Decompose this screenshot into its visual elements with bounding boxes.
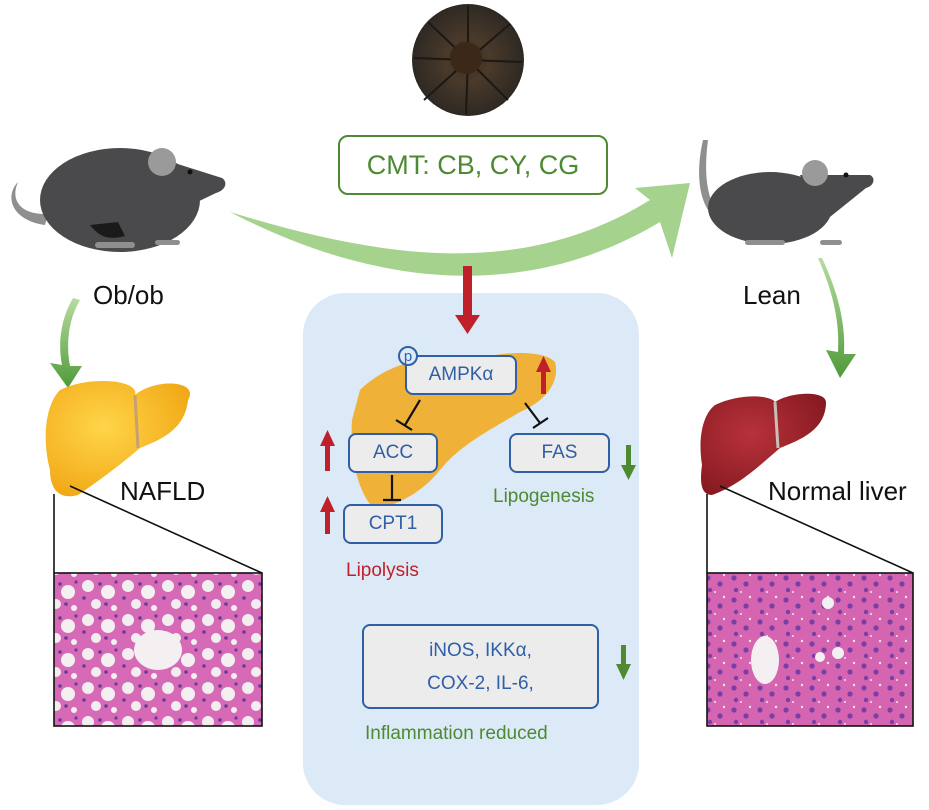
normal-liver-icon: [700, 393, 826, 495]
node-acc: ACC: [348, 433, 438, 473]
lipolysis-label: Lipolysis: [346, 560, 419, 581]
treatment-effect-arrow: [455, 266, 480, 334]
lean-label: Lean: [743, 280, 801, 310]
tea-ball-image: [412, 4, 524, 116]
normal-liver-histology: [706, 572, 914, 727]
lipogenesis-label: Lipogenesis: [493, 486, 595, 507]
fas-down-arrow: [621, 445, 636, 480]
inflammation-reduced-label: Inflammation reduced: [365, 723, 548, 744]
left-progression-arrow: [50, 298, 82, 388]
nafld-zoom-lines: [53, 485, 263, 574]
ampk-inhibits-fas: [524, 402, 541, 424]
inflammation-markers-line2: COX-2, IL-6,: [427, 673, 534, 694]
normal-liver-label: Normal liver: [768, 476, 907, 506]
obob-label: Ob/ob: [93, 280, 164, 310]
right-progression-arrow: [818, 258, 856, 378]
ampk-up-arrow: [536, 356, 551, 394]
ampk-inhibits-acc: [404, 399, 421, 426]
acc-up-arrow: [320, 430, 335, 471]
treatment-flow-arrow: [230, 183, 690, 276]
phospho-marker: p: [398, 346, 418, 366]
cpt1-up-arrow: [320, 496, 335, 534]
obob-mouse-icon: [11, 148, 226, 252]
node-ampk: AMPKα: [405, 355, 517, 395]
node-cpt1: CPT1: [343, 504, 443, 544]
nafld-label: NAFLD: [120, 476, 206, 506]
lean-mouse-icon: [699, 140, 874, 245]
normal-zoom-lines: [706, 485, 914, 574]
inflammation-markers-box: iNOS, IKKα, COX-2, IL-6,: [362, 624, 599, 709]
inflammation-down-arrow: [616, 645, 631, 680]
nafld-liver-icon: [45, 380, 191, 497]
inflammation-markers-line1: iNOS, IKKα,: [429, 640, 532, 661]
treatment-label-box: CMT: CB, CY, CG: [338, 135, 608, 195]
node-fas: FAS: [509, 433, 610, 473]
